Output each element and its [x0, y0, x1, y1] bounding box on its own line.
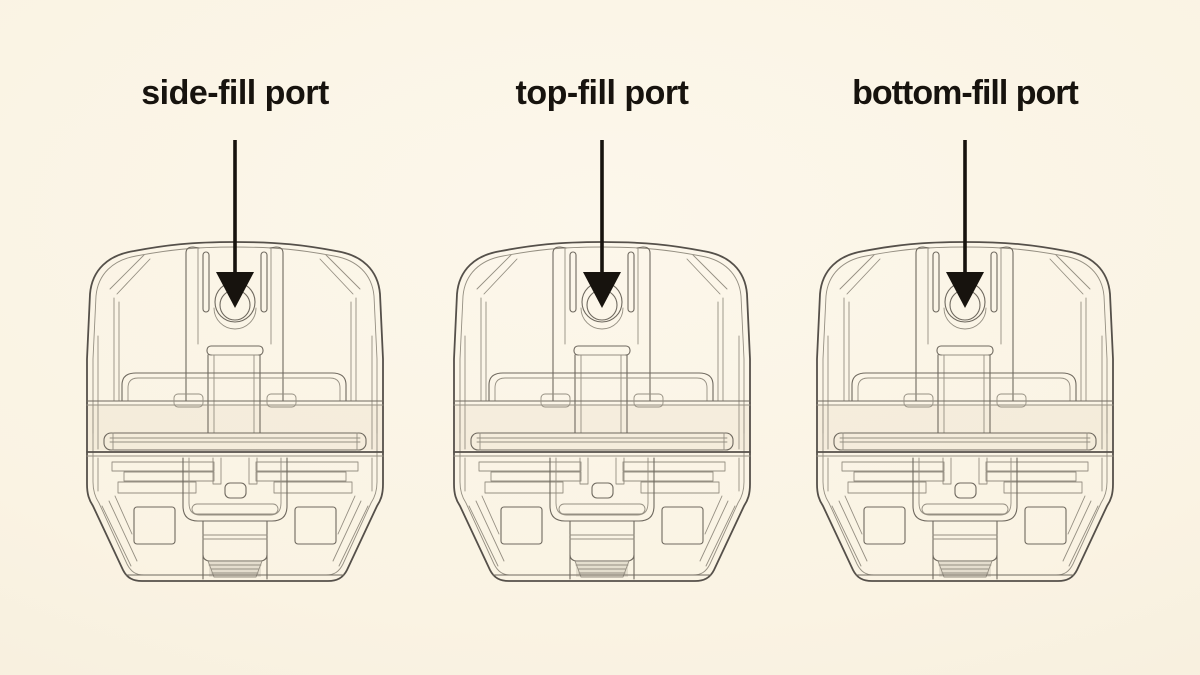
port-label-top-fill: top-fill port: [515, 74, 689, 112]
figure-top-fill: top-fill port: [432, 0, 772, 675]
port-label-side-fill: side-fill port: [141, 74, 329, 112]
port-label-bottom-fill: bottom-fill port: [852, 74, 1079, 112]
figure-side-fill: side-fill port: [65, 0, 405, 675]
figure-bottom-fill: bottom-fill port: [795, 0, 1135, 675]
down-arrow-icon: [216, 140, 254, 308]
down-arrow-icon: [583, 140, 621, 308]
down-arrow-icon: [946, 140, 984, 308]
